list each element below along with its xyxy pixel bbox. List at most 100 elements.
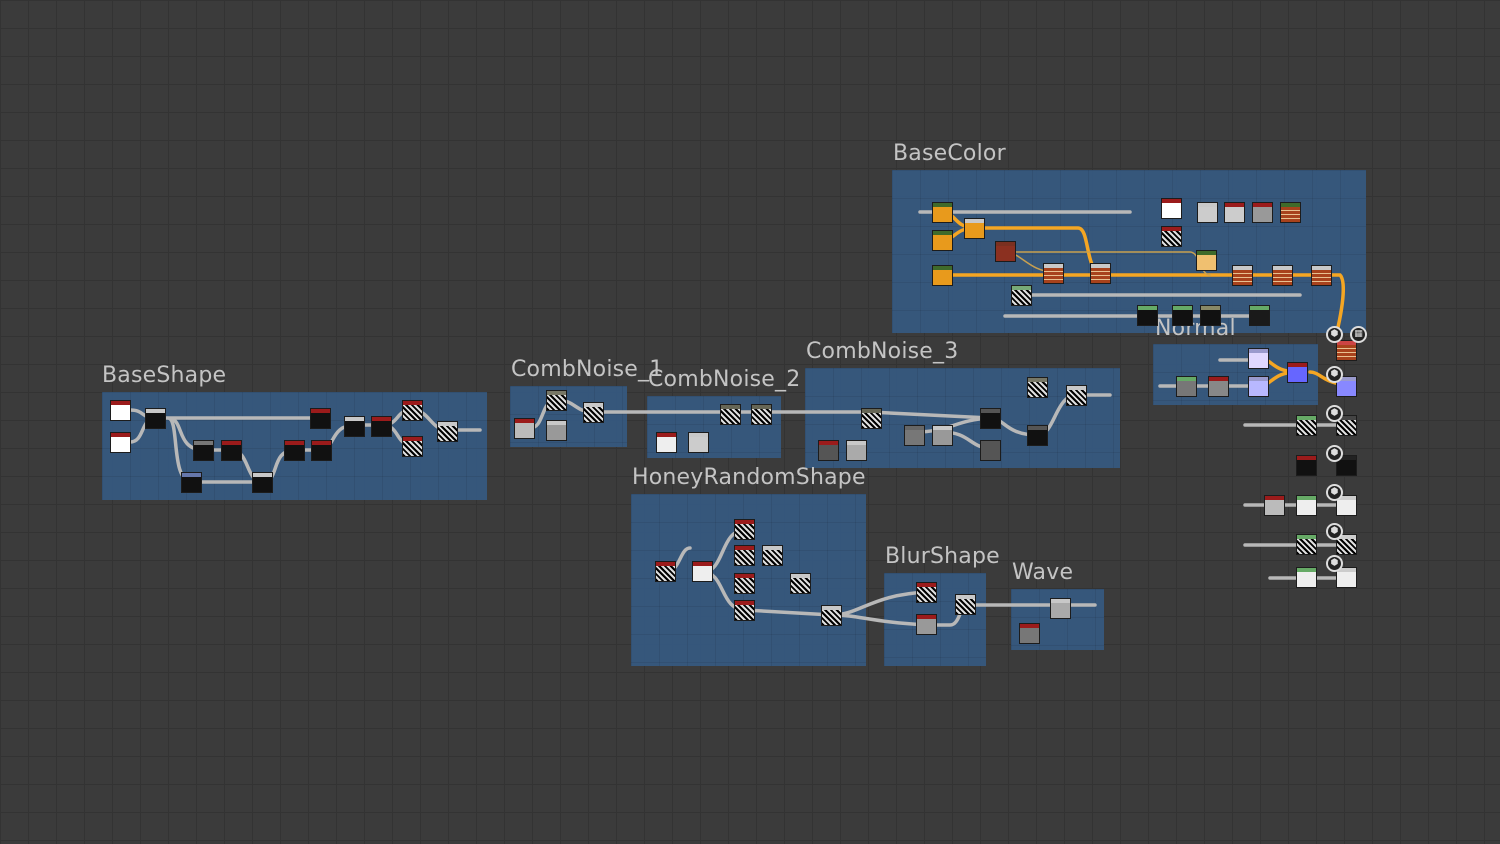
graph-node[interactable]: [1311, 265, 1332, 286]
output-3d-view-icon[interactable]: ⬢: [1326, 555, 1343, 572]
graph-node[interactable]: [734, 519, 755, 540]
graph-node[interactable]: [1043, 263, 1064, 284]
graph-node[interactable]: [193, 440, 214, 461]
graph-node[interactable]: [145, 408, 166, 429]
node-header: [1225, 203, 1244, 207]
graph-node[interactable]: [1264, 495, 1285, 516]
graph-node[interactable]: [546, 420, 567, 441]
graph-node[interactable]: [221, 440, 242, 461]
graph-node[interactable]: [861, 408, 882, 429]
graph-node[interactable]: [1252, 202, 1273, 223]
graph-node[interactable]: [1019, 623, 1040, 644]
graph-node[interactable]: [1137, 305, 1158, 326]
graph-node[interactable]: [1172, 305, 1193, 326]
graph-node[interactable]: [655, 561, 676, 582]
graph-node[interactable]: [762, 545, 783, 566]
graph-node[interactable]: [688, 432, 709, 453]
graph-node[interactable]: [692, 561, 713, 582]
graph-node[interactable]: [514, 418, 535, 439]
graph-node[interactable]: [1027, 377, 1048, 398]
graph-node[interactable]: [1287, 362, 1308, 383]
node-header: [1162, 227, 1181, 231]
graph-node[interactable]: [1200, 305, 1221, 326]
graph-node[interactable]: [1336, 340, 1357, 361]
graph-node[interactable]: [1336, 534, 1357, 555]
graph-node[interactable]: [1196, 250, 1217, 271]
graph-node[interactable]: [734, 573, 755, 594]
graph-node[interactable]: [1296, 534, 1317, 555]
graph-node[interactable]: [1272, 265, 1293, 286]
graph-node[interactable]: [1027, 425, 1048, 446]
output-3d-view-icon[interactable]: ⬢: [1326, 445, 1343, 462]
graph-node[interactable]: [932, 230, 953, 251]
graph-node[interactable]: [932, 202, 953, 223]
graph-node[interactable]: [1336, 376, 1357, 397]
output-3d-view-icon[interactable]: ⬢: [1326, 366, 1343, 383]
graph-node[interactable]: [846, 440, 867, 461]
graph-node[interactable]: [1224, 202, 1245, 223]
graph-node[interactable]: [1296, 567, 1317, 588]
graph-node[interactable]: [1050, 598, 1071, 619]
graph-node[interactable]: [955, 594, 976, 615]
frame-title-baseshape: BaseShape: [102, 363, 227, 388]
graph-node[interactable]: [1066, 385, 1087, 406]
graph-node[interactable]: [995, 241, 1016, 262]
graph-node[interactable]: [980, 440, 1001, 461]
output-2d-view-icon[interactable]: ▦: [1350, 326, 1367, 343]
graph-node[interactable]: [344, 416, 365, 437]
output-3d-view-icon[interactable]: ⬢: [1326, 523, 1343, 540]
graph-node[interactable]: [1161, 198, 1182, 219]
graph-node[interactable]: [1336, 567, 1357, 588]
graph-node[interactable]: [1248, 348, 1269, 369]
output-3d-view-icon[interactable]: ⬢: [1326, 484, 1343, 501]
graph-node[interactable]: [402, 400, 423, 421]
graph-node[interactable]: [402, 436, 423, 457]
graph-node[interactable]: [1296, 455, 1317, 476]
graph-node[interactable]: [1336, 415, 1357, 436]
graph-node[interactable]: [1161, 226, 1182, 247]
graph-node[interactable]: [1090, 263, 1111, 284]
graph-node[interactable]: [964, 218, 985, 239]
graph-node[interactable]: [1336, 495, 1357, 516]
graph-node[interactable]: [821, 605, 842, 626]
graph-node[interactable]: [734, 600, 755, 621]
graph-node[interactable]: [1249, 305, 1270, 326]
graph-node[interactable]: [1248, 376, 1269, 397]
graph-node[interactable]: [720, 404, 741, 425]
graph-node[interactable]: [790, 573, 811, 594]
graph-node[interactable]: [1208, 376, 1229, 397]
graph-node[interactable]: [1296, 495, 1317, 516]
graph-node[interactable]: [437, 421, 458, 442]
graph-node[interactable]: [1280, 202, 1301, 223]
graph-node[interactable]: [1296, 415, 1317, 436]
graph-node[interactable]: [1232, 265, 1253, 286]
graph-node[interactable]: [583, 402, 604, 423]
graph-node[interactable]: [311, 440, 332, 461]
graph-node[interactable]: [932, 265, 953, 286]
graph-node[interactable]: [1011, 285, 1032, 306]
graph-node[interactable]: [656, 432, 677, 453]
output-3d-view-icon[interactable]: ⬢: [1326, 405, 1343, 422]
graph-node[interactable]: [371, 416, 392, 437]
output-3d-view-icon[interactable]: ⬢: [1326, 326, 1343, 343]
graph-node[interactable]: [284, 440, 305, 461]
graph-node[interactable]: [1176, 376, 1197, 397]
graph-node[interactable]: [904, 425, 925, 446]
graph-node[interactable]: [916, 582, 937, 603]
graph-node[interactable]: [916, 614, 937, 635]
graph-node[interactable]: [980, 408, 1001, 429]
graph-node[interactable]: [110, 400, 131, 421]
graph-node[interactable]: [1197, 202, 1218, 223]
graph-node[interactable]: [546, 390, 567, 411]
graph-node[interactable]: [1336, 455, 1357, 476]
graph-node[interactable]: [310, 408, 331, 429]
graph-node[interactable]: [818, 440, 839, 461]
graph-node[interactable]: [181, 472, 202, 493]
graph-node[interactable]: [110, 432, 131, 453]
graph-node[interactable]: [751, 404, 772, 425]
frame-basecolor[interactable]: [892, 170, 1366, 333]
graph-node[interactable]: [932, 425, 953, 446]
graph-node[interactable]: [734, 545, 755, 566]
graph-node[interactable]: [252, 472, 273, 493]
node-header: [547, 421, 566, 425]
